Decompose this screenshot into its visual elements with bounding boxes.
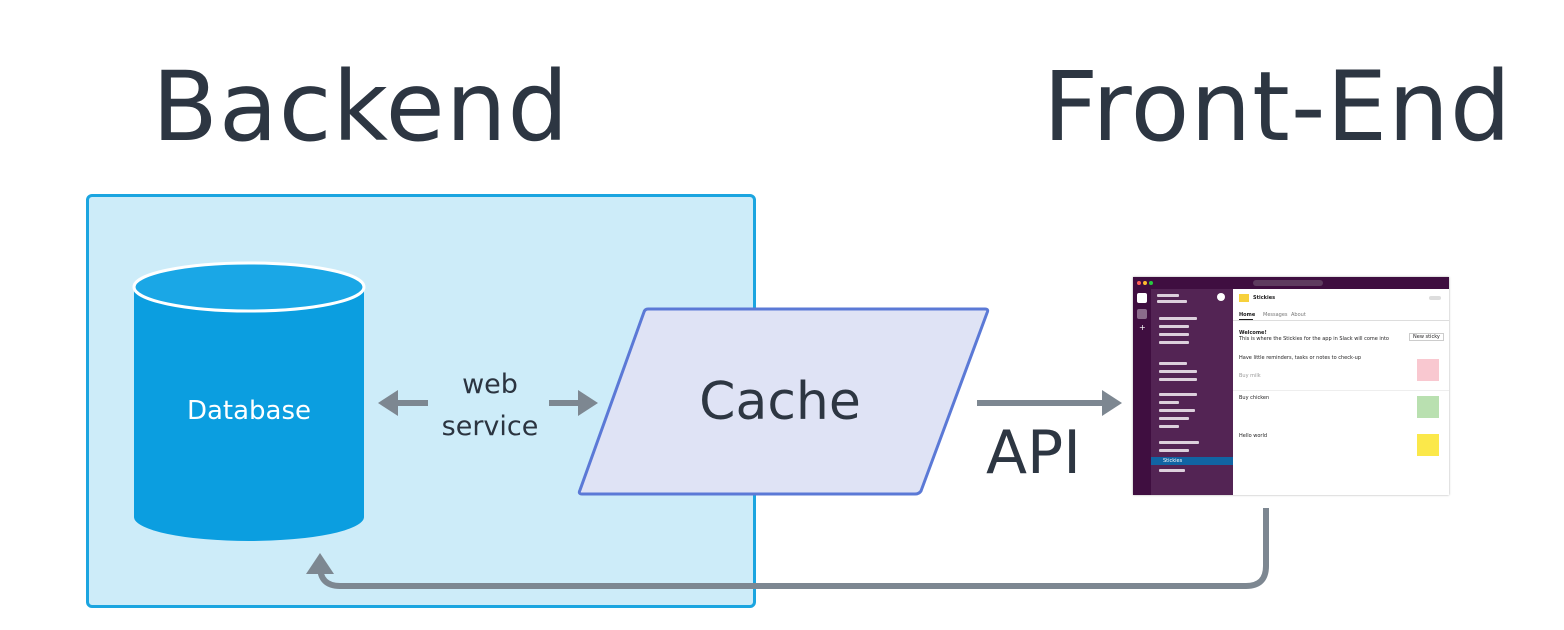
settings-toggle: [1429, 296, 1441, 300]
api-label: API: [986, 418, 1081, 488]
tab-divider: [1233, 320, 1449, 321]
stickies-logo-icon: [1239, 294, 1249, 302]
app-titlebar: [1133, 277, 1449, 289]
sidebar-line: [1159, 362, 1187, 365]
sticky-note-green: [1417, 396, 1439, 418]
welcome-text: This is where the Stickies for the app i…: [1239, 336, 1389, 342]
api-arrow: [977, 390, 1122, 416]
sticky-note-yellow: [1417, 434, 1439, 456]
sidebar-item-stickies: Stickies: [1151, 457, 1233, 465]
frontend-title: Front-End: [1043, 51, 1512, 163]
sidebar-line: [1159, 370, 1197, 373]
sidebar-line: [1159, 341, 1189, 344]
sidebar-line: [1159, 441, 1199, 444]
frontend-app-screenshot: + Stickies Stickies Home Messages About …: [1133, 277, 1449, 495]
tab-about: About: [1291, 312, 1306, 318]
database-cylinder: [132, 261, 366, 541]
add-workspace-icon: +: [1139, 323, 1146, 332]
sidebar-line: [1159, 409, 1195, 412]
sidebar-line: [1159, 325, 1189, 328]
item-label-2: Buy chicken: [1239, 395, 1270, 401]
workspace-rail: +: [1133, 289, 1151, 495]
sidebar-line: [1159, 417, 1189, 420]
cache-label: Cache: [699, 372, 861, 432]
welcome-heading: Welcome!: [1239, 330, 1267, 336]
web-service-label: web service: [441, 369, 539, 442]
app-title: Stickies: [1253, 295, 1276, 301]
item-label-1: Buy milk: [1239, 373, 1261, 379]
app-content: Stickies Home Messages About Welcome! Th…: [1233, 289, 1449, 495]
compose-icon: [1217, 293, 1225, 301]
tab-home: Home: [1239, 312, 1256, 318]
return-arrow: [306, 508, 1269, 589]
cache-parallelogram: [577, 307, 990, 496]
item-divider: [1233, 390, 1449, 391]
sidebar-line: [1159, 333, 1189, 336]
sidebar-line: [1159, 393, 1197, 396]
workspace-icon: [1137, 293, 1147, 303]
new-sticky-button: New sticky: [1409, 333, 1444, 341]
sidebar-line: [1159, 317, 1197, 320]
tab-underline: [1239, 319, 1253, 320]
sidebar-line: [1159, 449, 1189, 452]
tab-messages: Messages: [1263, 312, 1288, 318]
close-dot-icon: [1137, 281, 1141, 285]
intro-text: Have little reminders, tasks or notes to…: [1239, 355, 1362, 361]
sidebar-line: [1157, 300, 1187, 303]
maximize-dot-icon: [1149, 281, 1153, 285]
sidebar-line: [1159, 378, 1197, 381]
sidebar-line: [1159, 401, 1179, 404]
backend-title: Backend: [152, 51, 570, 163]
app-sidebar: Stickies: [1151, 289, 1233, 495]
sidebar-line: [1159, 425, 1179, 428]
search-bar: [1253, 280, 1323, 286]
workspace-icon-2: [1137, 309, 1147, 319]
sticky-note-pink: [1417, 359, 1439, 381]
database-label: Database: [186, 396, 312, 426]
sidebar-line: [1157, 294, 1179, 297]
sidebar-line: [1159, 469, 1185, 472]
minimize-dot-icon: [1143, 281, 1147, 285]
sidebar-active-label: Stickies: [1163, 458, 1183, 464]
web-service-right-arrow: [549, 390, 598, 416]
item-label-3: Hello world: [1239, 433, 1268, 439]
web-service-left-arrow: [378, 390, 428, 416]
